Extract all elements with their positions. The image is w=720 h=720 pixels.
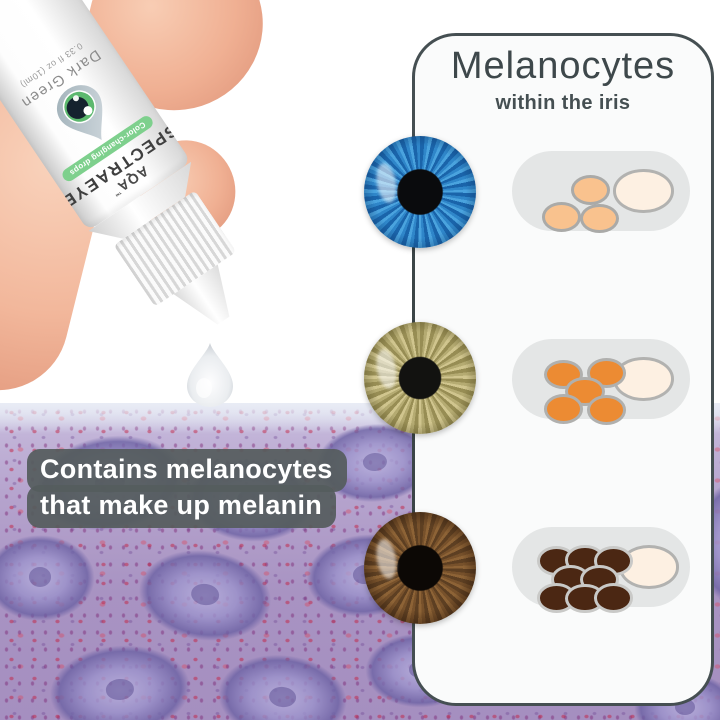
melanocyte-dot bbox=[593, 583, 634, 613]
blue-iris-illustration bbox=[364, 136, 476, 248]
eye-drops-bottle: AQA™ SPECTRAEYE Color-changing drops bbox=[0, 0, 288, 372]
brown-iris-illustration bbox=[364, 512, 476, 624]
melanocyte-capsule-brown bbox=[512, 527, 690, 614]
bottle-body: AQA™ SPECTRAEYE Color-changing drops bbox=[0, 0, 192, 232]
caption-block: Contains melanocytes that make up melani… bbox=[27, 449, 347, 528]
melanocyte-dot bbox=[586, 395, 626, 425]
melanocyte-dot bbox=[586, 358, 626, 388]
liquid-drop bbox=[187, 343, 233, 407]
vesicle-ellipse bbox=[613, 169, 674, 213]
caption-line-1: Contains melanocytes bbox=[27, 449, 347, 492]
panel-title: Melanocytes bbox=[450, 45, 676, 87]
green-iris-illustration bbox=[364, 322, 476, 434]
iris-highlight bbox=[374, 537, 400, 581]
melanocyte-dot bbox=[544, 394, 584, 424]
melanocyte-dot bbox=[542, 202, 582, 232]
melanocyte-capsule-green bbox=[512, 339, 690, 425]
caption-line-2: that make up melanin bbox=[27, 485, 337, 528]
tissue-cell bbox=[0, 523, 110, 633]
panel-subtitle: within the iris bbox=[495, 92, 631, 114]
eye-drop-logo-icon bbox=[56, 85, 103, 140]
melanocyte-capsule-blue bbox=[512, 151, 690, 234]
iris-highlight bbox=[374, 161, 400, 205]
iris-highlight bbox=[374, 347, 400, 391]
melanocyte-dot bbox=[570, 175, 610, 205]
bottle-label: AQA™ SPECTRAEYE Color-changing drops bbox=[0, 0, 191, 231]
melanocyte-dot bbox=[579, 203, 619, 234]
